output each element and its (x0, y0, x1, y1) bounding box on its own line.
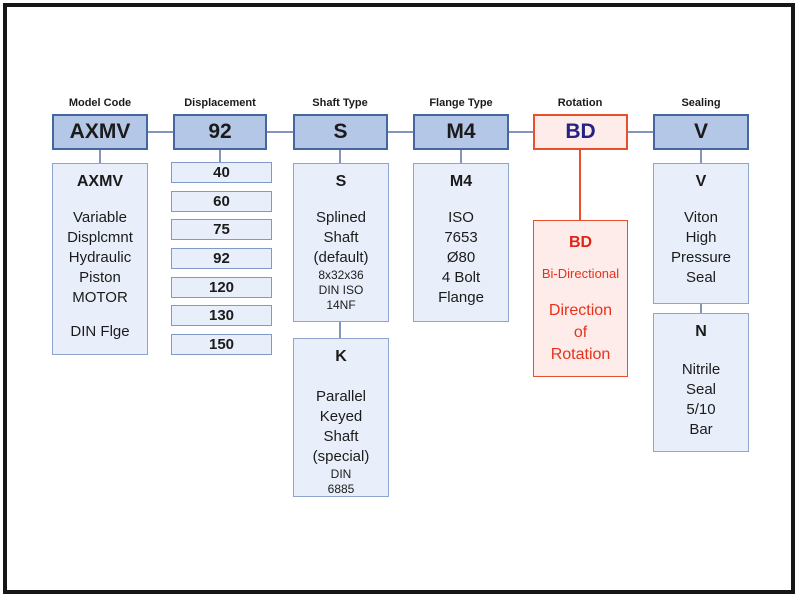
detail-title: K (335, 348, 347, 365)
connector-line (460, 150, 462, 163)
detail-small-line: DIN (330, 467, 352, 481)
displacement-option: 150 (171, 334, 272, 355)
detail-line: MOTOR (72, 289, 128, 306)
detail-line: Parallel (315, 388, 367, 405)
detail-line: (special) (312, 448, 370, 465)
displacement-option: 40 (171, 162, 272, 183)
flange-type-box: M4 (413, 114, 509, 150)
detail-line: Splined (315, 209, 367, 226)
detail-title: BD (568, 234, 593, 251)
header-model-code: Model Code (68, 97, 132, 109)
detail-line: Variable (73, 209, 127, 226)
sealing-n-detail-box: N Nitrile Seal 5/10 Bar (653, 313, 749, 452)
connector-line (267, 131, 293, 133)
detail-line: Shaft (323, 229, 359, 246)
displacement-option: 75 (171, 219, 272, 240)
detail-line: Flange (438, 289, 484, 306)
sealing-box: V (653, 114, 749, 150)
detail-line: Seal (685, 269, 717, 286)
sealing-v-detail-box: V Viton High Pressure Seal (653, 163, 749, 304)
displacement-option: 130 (171, 305, 272, 326)
detail-subtitle: Bi-Directional (541, 266, 620, 281)
connector-line (700, 304, 702, 313)
model-code-box: AXMV (52, 114, 148, 150)
displacement-option: 120 (171, 277, 272, 298)
connector-line (99, 150, 101, 163)
detail-line: Rotation (550, 346, 611, 363)
detail-line: 4 Bolt (441, 269, 481, 286)
detail-line: Seal (685, 381, 717, 398)
detail-line: Viton (684, 209, 718, 226)
header-rotation: Rotation (557, 97, 603, 109)
connector-line (148, 131, 173, 133)
detail-title: S (335, 173, 347, 190)
rotation-detail-box: BD Bi-Directional Direction of Rotation (533, 220, 628, 377)
connector-line (700, 150, 702, 163)
detail-title: AXMV (76, 173, 124, 190)
detail-line: of (573, 324, 588, 341)
detail-small-line: 14NF (326, 298, 356, 312)
connector-line (628, 131, 653, 133)
detail-small-line: 8x32x36 (318, 268, 364, 282)
detail-line: Nitrile (681, 361, 721, 378)
shaft-k-detail-box: K Parallel Keyed Shaft (special) DIN 688… (293, 338, 389, 497)
connector-line (509, 131, 533, 133)
displacement-option: 92 (171, 248, 272, 269)
shaft-s-detail-box: S Splined Shaft (default) 8x32x36 DIN IS… (293, 163, 389, 322)
shaft-type-box: S (293, 114, 388, 150)
detail-line: Pressure (670, 249, 732, 266)
header-displacement: Displacement (184, 97, 256, 109)
detail-line: Piston (79, 269, 121, 286)
detail-line: Direction (548, 302, 613, 319)
header-sealing: Sealing (681, 97, 721, 109)
detail-line: (default) (313, 249, 369, 266)
connector-line (388, 131, 413, 133)
connector-line (339, 322, 341, 338)
detail-line: Hydraulic (68, 249, 132, 266)
detail-small-line: DIN ISO (318, 283, 364, 297)
connector-line (219, 150, 221, 162)
displacement-option: 60 (171, 191, 272, 212)
detail-small-line: 6885 (327, 482, 355, 496)
header-shaft-type: Shaft Type (312, 97, 368, 109)
connector-line-red (579, 150, 581, 220)
detail-title: M4 (449, 173, 473, 190)
header-flange-type: Flange Type (429, 97, 493, 109)
detail-title: V (695, 173, 707, 190)
displacement-box: 92 (173, 114, 267, 150)
model-code-detail-box: AXMV Variable Displcmnt Hydraulic Piston… (52, 163, 148, 355)
detail-title: N (695, 323, 707, 340)
detail-line: ISO (448, 209, 474, 226)
connector-line (339, 150, 341, 163)
flange-detail-box: M4 ISO 7653 Ø80 4 Bolt Flange (413, 163, 509, 322)
detail-line: 5/10 (686, 401, 716, 418)
detail-line: DIN Flge (70, 323, 130, 340)
detail-line: Ø80 (446, 249, 476, 266)
rotation-box: BD (533, 114, 628, 150)
detail-line: Displcmnt (67, 229, 133, 246)
detail-line: Bar (689, 421, 713, 438)
detail-line: High (685, 229, 717, 246)
detail-line: 7653 (444, 229, 478, 246)
detail-line: Keyed (319, 408, 363, 425)
detail-line: Shaft (323, 428, 359, 445)
